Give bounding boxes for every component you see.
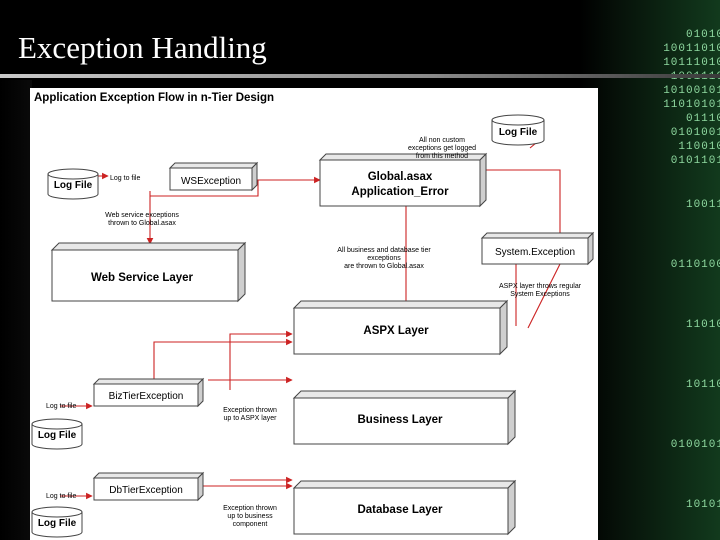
log-to-file-note: Log to file (46, 493, 76, 500)
log-file-cylinder: Log File (31, 506, 83, 538)
global-asax-box: Global.asax Application_Error (318, 152, 488, 208)
business-layer-label: Business Layer (357, 414, 443, 426)
matrix-digits: 10111010 (663, 57, 720, 69)
matrix-digits: 10110 (685, 379, 720, 391)
matrix-digits: 110010 (678, 141, 720, 153)
custom-exceptions-note: exceptions get logged (408, 145, 476, 152)
matrix-digits: 01110 (685, 113, 720, 125)
ws-exception-box: WSException (168, 161, 259, 192)
log-file-cylinder: Log File (47, 168, 99, 200)
ws-exception-label: WSException (181, 176, 241, 187)
db-tier-exception-label: DbTierException (109, 485, 183, 496)
aspx-throws-note: ASPX layer throws regular (499, 283, 582, 290)
aspx-layer-box: ASPX Layer (292, 299, 509, 356)
business-layer-box: Business Layer (292, 389, 517, 446)
slide-title: Exception Handling (18, 30, 267, 65)
arrow-system-exception-to-global (479, 166, 561, 246)
thrown-to-business-note: Exception thrown (223, 505, 277, 512)
title-underline (0, 74, 720, 78)
thrown-to-aspx-note: up to ASPX layer (224, 415, 278, 422)
arrow-business-to-aspx (229, 330, 293, 390)
global-asax-label: Global.asax (368, 171, 433, 183)
arrow-aspx-to-system-exception (527, 263, 561, 329)
matrix-digits: 11010 (685, 319, 720, 331)
arrow-biz-exception-to-aspx (153, 338, 293, 388)
matrix-digits: 10011010 (663, 43, 720, 55)
matrix-digits: 11010101 (663, 99, 720, 111)
log-file-label: Log File (38, 430, 77, 441)
matrix-digits: 10011 (685, 199, 720, 211)
matrix-digits: 0101001 (670, 127, 720, 139)
thrown-to-aspx-note: Exception thrown (223, 407, 277, 414)
matrix-digits: 10100101 (663, 85, 720, 97)
thrown-to-business-note: up to business (227, 513, 273, 520)
diagram-title: Application Exception Flow in n-Tier Des… (34, 92, 274, 104)
log-file-cylinder: Log File (491, 114, 545, 146)
matrix-digits: 01010 (685, 29, 720, 41)
thrown-to-business-note: component (233, 521, 268, 528)
custom-exceptions-note: from this method (416, 153, 468, 160)
log-file-label: Log File (38, 518, 77, 529)
arrow-ws-exception-to-global (150, 176, 321, 197)
matrix-digits: 0110100 (670, 259, 720, 271)
log-file-cylinder: Log File (31, 418, 83, 450)
log-to-file-note: Log to file (110, 175, 140, 182)
left-margin (0, 80, 32, 540)
application-error-label: Application_Error (351, 186, 449, 198)
web-service-layer-box: Web Service Layer (50, 241, 247, 303)
database-layer-label: Database Layer (357, 504, 443, 516)
log-to-file-note: Log to file (46, 403, 76, 410)
business-db-exceptions-note: exceptions (367, 255, 401, 262)
biz-tier-exception-box: BizTierException (92, 377, 205, 408)
business-db-exceptions-note: All business and database tier (337, 247, 431, 254)
custom-exceptions-note: All non custom (419, 137, 465, 144)
web-service-layer-label: Web Service Layer (91, 272, 194, 284)
system-exception-label: System.Exception (495, 247, 575, 258)
matrix-digits: 0100101 (670, 439, 720, 451)
biz-tier-exception-label: BizTierException (109, 391, 184, 402)
matrix-digits: 0101101 (670, 155, 720, 167)
system-exception-box: System.Exception (480, 231, 595, 266)
exception-flow-diagram: Application Exception Flow in n-Tier Des… (30, 88, 598, 540)
log-file-label: Log File (54, 180, 93, 191)
db-tier-exception-box: DbTierException (92, 471, 205, 502)
business-db-exceptions-note: are thrown to Global.asax (344, 263, 424, 270)
aspx-layer-label: ASPX Layer (363, 325, 429, 337)
web-service-exceptions-note: Web service exceptions (105, 212, 179, 219)
database-layer-box: Database Layer (292, 479, 517, 536)
aspx-throws-note: System Exceptions (510, 291, 570, 298)
web-service-exceptions-note: thrown to Global.asax (108, 220, 176, 227)
matrix-digits: 10101 (685, 499, 720, 511)
log-file-label: Log File (499, 127, 538, 138)
